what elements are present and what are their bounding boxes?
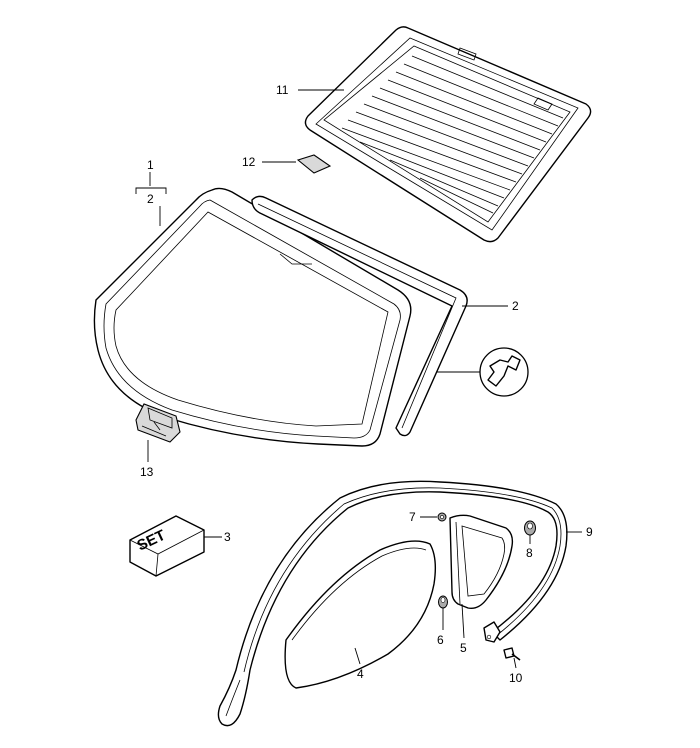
label-part-2-top: 2: [147, 192, 154, 206]
label-part-13: 13: [140, 465, 154, 479]
leader-lines: [135, 89, 582, 669]
label-part-5: 5: [460, 641, 467, 655]
label-part-7: 7: [409, 510, 416, 524]
label-part-11: 11: [276, 83, 289, 97]
label-part-3: 3: [224, 530, 231, 544]
fastener-7: [437, 512, 447, 522]
label-part-8: 8: [526, 546, 533, 560]
windshield: [93, 187, 412, 447]
label-part-2: 2: [512, 299, 519, 313]
label-part-12: 12: [242, 155, 256, 169]
screw-10: [503, 647, 521, 661]
windshield-seal: [251, 195, 468, 437]
quarter-window-glass: [284, 540, 437, 689]
seal-profile-detail: [479, 347, 529, 397]
vent-window: [449, 514, 514, 610]
label-part-4: 4: [357, 667, 364, 681]
bracket: [483, 621, 501, 643]
label-part-6: 6: [437, 633, 444, 647]
part-labels: 11 12 1 2 2 13 3 7 8 9 6 5 4 10: [140, 83, 593, 685]
set-box: SET: [129, 515, 205, 577]
quarter-window-frame: [217, 480, 568, 727]
rear-window: [304, 26, 592, 243]
adhesive-pad: [296, 154, 332, 174]
rain-sensor: [135, 403, 181, 443]
fastener-8: [524, 520, 536, 536]
label-part-9: 9: [586, 525, 593, 539]
label-part-10: 10: [509, 671, 523, 685]
label-part-1: 1: [147, 158, 154, 172]
fastener-6: [438, 595, 448, 609]
